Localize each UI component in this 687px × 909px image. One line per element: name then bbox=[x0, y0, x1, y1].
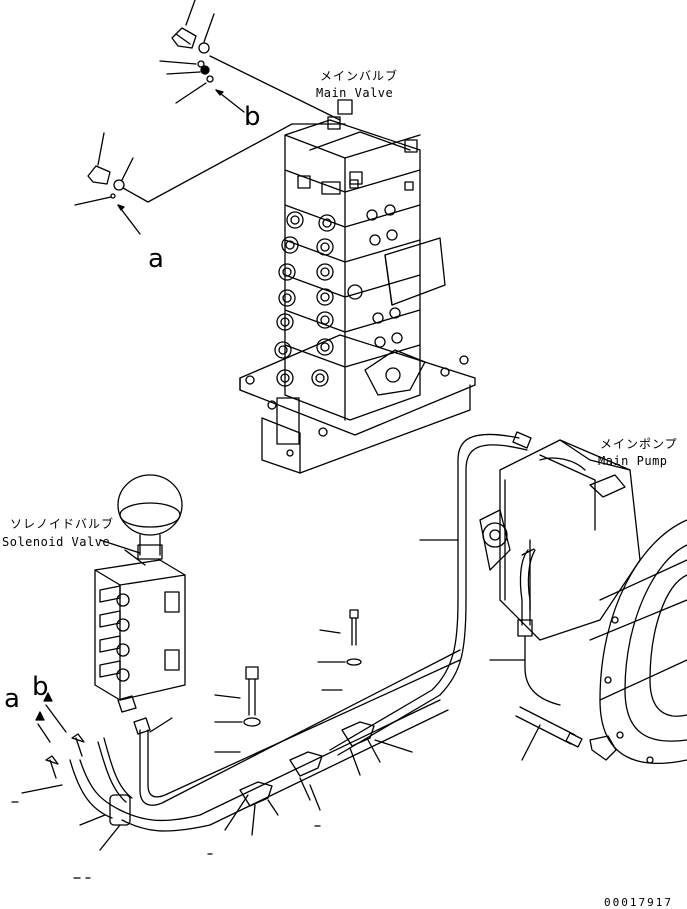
solenoid-valve-label-jp: ソレノイドバルブ bbox=[10, 517, 115, 531]
right-hose bbox=[515, 706, 617, 761]
drawing-code: 00017917 bbox=[604, 896, 673, 909]
main-pump-label-jp: メインポンプ bbox=[600, 437, 678, 451]
bolts-clamps bbox=[214, 609, 413, 836]
callout-a-bottom: a bbox=[4, 684, 20, 714]
fitting-group-a bbox=[74, 123, 346, 235]
main-valve-label-jp: メインバルブ bbox=[320, 69, 399, 83]
fitting-group-b bbox=[159, 0, 341, 121]
callout-b-bottom: b bbox=[32, 672, 49, 702]
callout-b-top: b bbox=[244, 102, 261, 132]
main-pump-label-en: Main Pump bbox=[598, 454, 668, 468]
solenoid-valve-label-en: Solenoid Valve bbox=[2, 535, 111, 549]
solenoid-valve bbox=[94, 474, 186, 713]
callout-a-top: a bbox=[148, 244, 164, 274]
main-valve bbox=[239, 99, 476, 474]
main-valve-label-en: Main Valve bbox=[316, 86, 394, 100]
lower-tubes bbox=[11, 649, 461, 879]
pump-hose bbox=[329, 431, 532, 756]
main-pump bbox=[479, 439, 687, 765]
